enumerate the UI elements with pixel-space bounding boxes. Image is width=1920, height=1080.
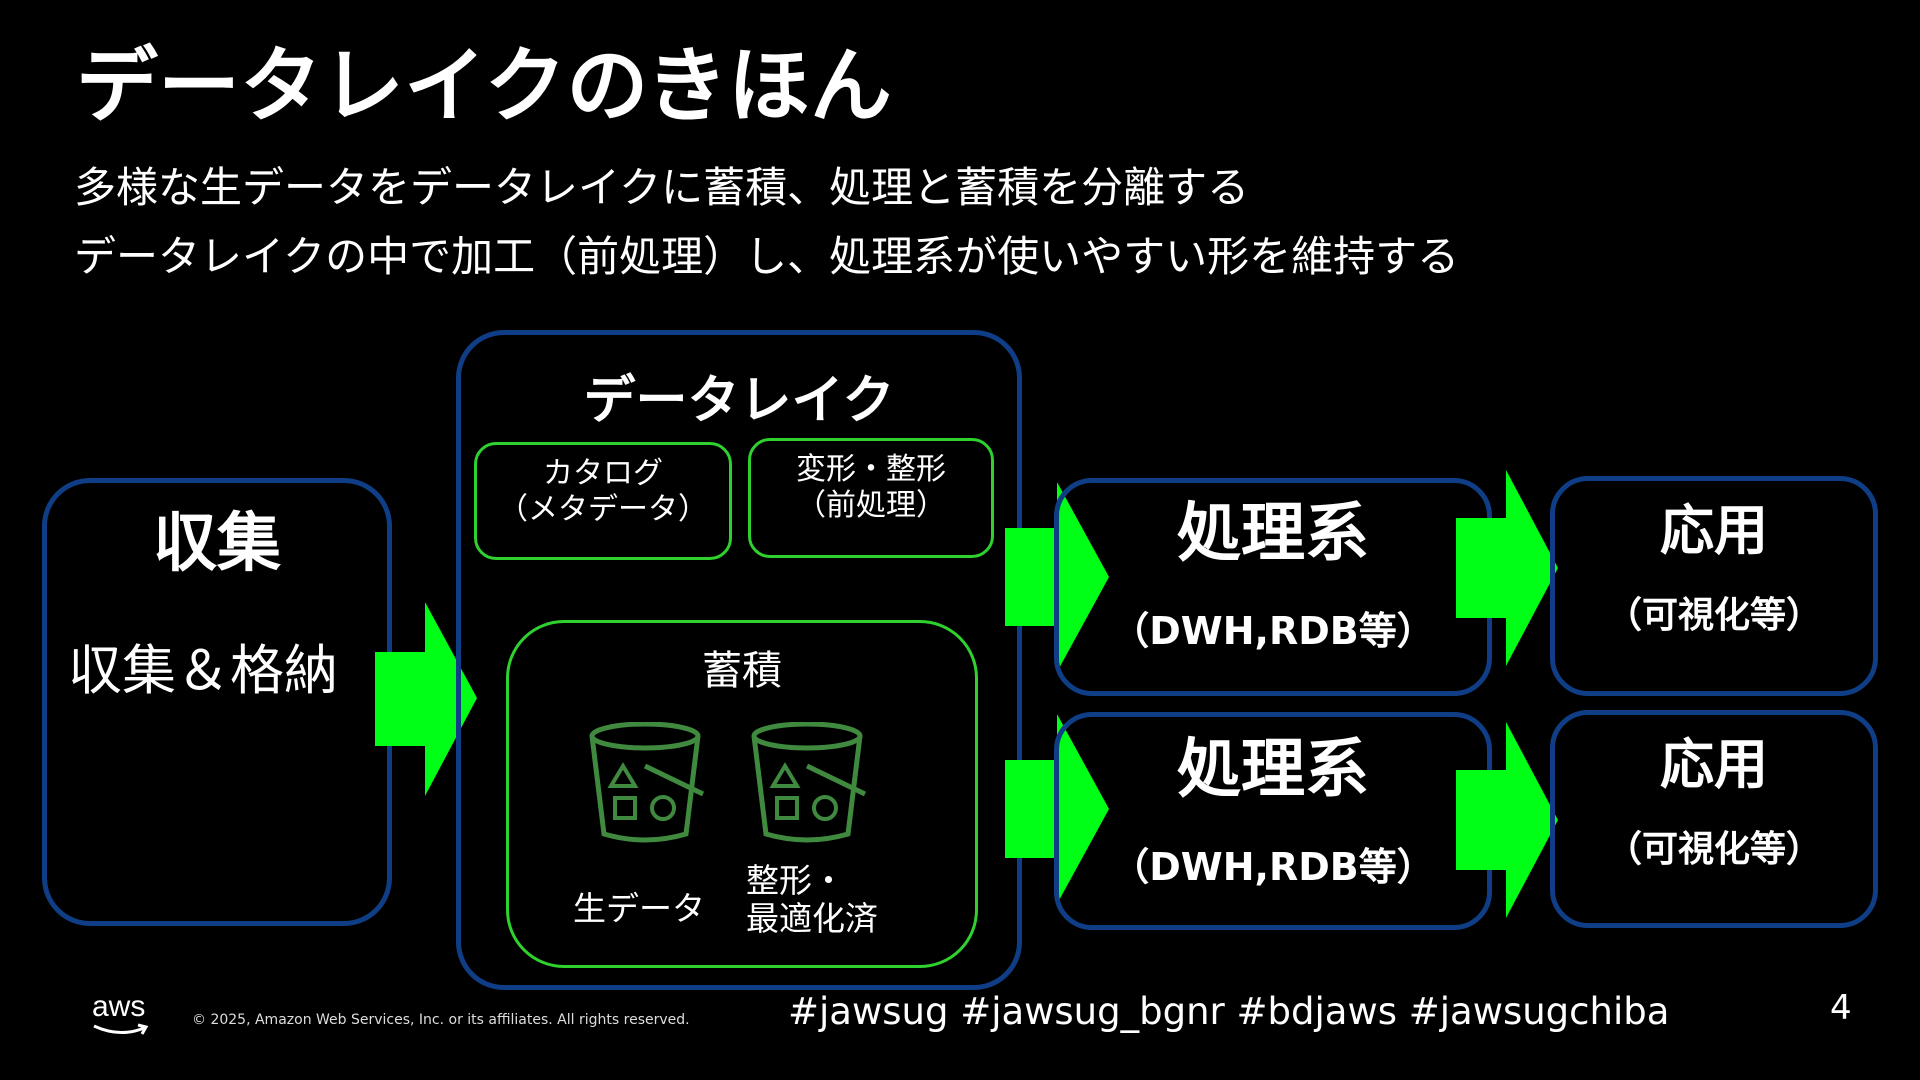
application-1-title: 応用 [1660,499,1768,562]
datalake-box [456,330,1022,990]
collect-title: 収集 [153,507,281,581]
transform-line-2: （前処理） [796,488,946,523]
processing-1-sub: （DWH,RDB等） [1111,609,1435,653]
optimized-data-label-line-1: 整形・ [746,861,845,900]
application-1-sub: （可視化等） [1605,595,1822,636]
processing-1-title: 処理系 [1177,497,1369,571]
collect-body: 収集＆格納 [68,639,338,702]
catalog-line-1: カタログ [543,456,663,491]
raw-data-bucket-icon [589,722,705,843]
subtitle-line-1: 多様な生データをデータレイクに蓄積、処理と蓄積を分離する [74,163,1250,212]
page-number: 4 [1830,988,1852,1028]
transform-box [748,438,994,558]
aws-logo-text: aws [92,990,146,1023]
datalake-title: データレイク [583,371,895,431]
optimized-data-label-line-2: 最適化済 [746,899,878,938]
storage-box [506,620,978,968]
catalog-line-2: （メタデータ） [498,492,708,527]
aws-smile-icon [93,1023,149,1035]
application-box-1 [1550,476,1878,696]
subtitle-line-2: データレイクの中で加工（前処理）し、処理系が使いやすい形を維持する [74,232,1460,281]
application-2-sub: （可視化等） [1605,829,1822,870]
processing-2-sub: （DWH,RDB等） [1111,845,1435,889]
processing-2-title: 処理系 [1177,733,1369,807]
arrow-collect-to-datalake [375,602,477,796]
application-2-title: 応用 [1660,733,1768,796]
arrow-processing-to-application-1 [1456,470,1558,666]
storage-title: 蓄積 [702,648,782,694]
copyright-text: © 2025, Amazon Web Services, Inc. or its… [192,1012,690,1028]
hashtags: #jawsug #jawsug_bgnr #bdjaws #jawsugchib… [788,990,1670,1033]
aws-logo: aws [92,992,150,1038]
catalog-box [474,442,732,560]
optimized-data-bucket-icon [751,722,867,843]
page-title: データレイクのきほん [76,39,892,134]
arrow-processing-to-application-2 [1456,722,1558,918]
application-box-2 [1550,710,1878,928]
transform-line-1: 変形・整形 [796,452,946,487]
raw-data-label: 生データ [573,889,705,928]
